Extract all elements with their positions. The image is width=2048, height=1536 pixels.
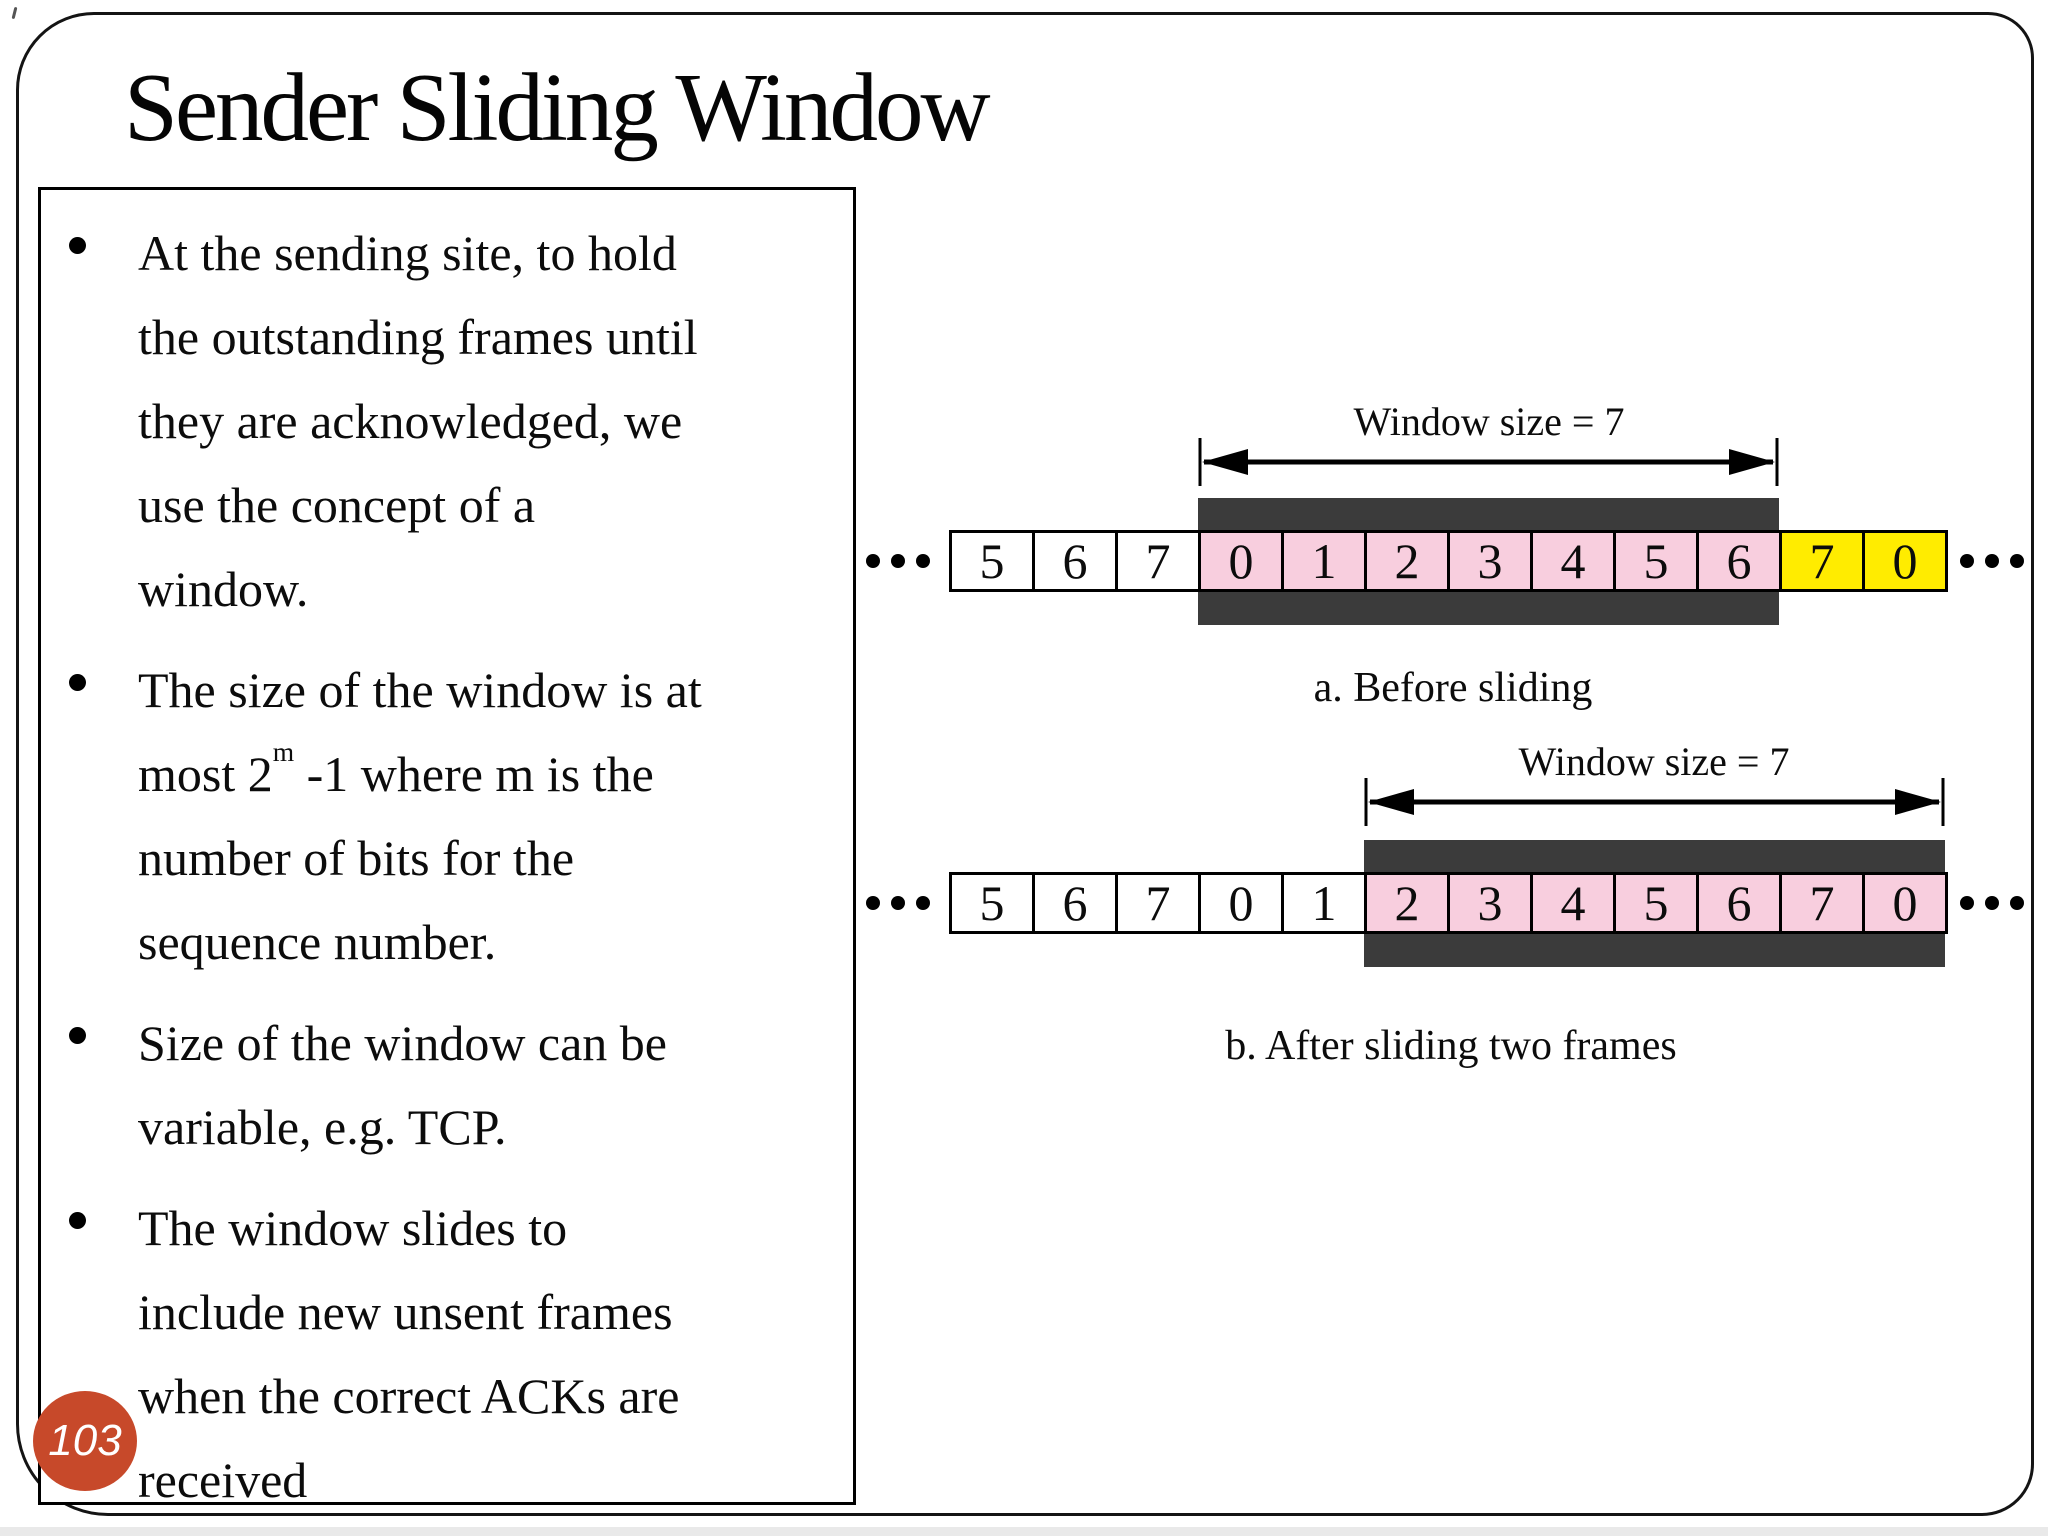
frame-cell-window-1: 1	[1281, 530, 1367, 592]
frame-cell-window-6: 6	[1696, 872, 1782, 934]
bullet-item-window-concept: At the sending site, to hold the outstan…	[41, 211, 839, 631]
bullet-list: At the sending site, to hold the outstan…	[41, 190, 853, 1522]
frame-cell-window-5: 5	[1613, 530, 1699, 592]
window-size-label-b: Window size = 7	[1518, 739, 1790, 784]
frame-cell-window-3: 3	[1447, 872, 1533, 934]
frame-cell-window-6: 6	[1696, 530, 1782, 592]
frame-cell-window-5: 5	[1613, 872, 1699, 934]
bullet-text: -1 where m is the number of bits for the…	[138, 746, 654, 970]
frame-cell-window-3: 3	[1447, 530, 1533, 592]
ellipsis-dots	[866, 554, 930, 568]
frame-cell-window-0: 0	[1198, 530, 1284, 592]
frame-cell-window-4: 4	[1530, 530, 1616, 592]
ellipsis-dots	[1960, 896, 2024, 910]
frame-cell-window-2: 2	[1364, 872, 1450, 934]
superscript-m: m	[272, 735, 295, 767]
slide-bottom-edge	[0, 1527, 2048, 1536]
frame-cell-outside-5: 5	[949, 872, 1035, 934]
window-size-label-a: Window size = 7	[1353, 399, 1625, 444]
diagram-caption-a: a. Before sliding	[1313, 665, 1593, 711]
frame-cell-next-7: 7	[1779, 530, 1865, 592]
frame-cell-window-0: 0	[1862, 872, 1948, 934]
page-number-badge: 103	[33, 1391, 137, 1491]
page-title: Sender Sliding Window	[124, 54, 991, 161]
frame-cell-outside-6: 6	[1032, 872, 1118, 934]
bullet-text: Size of the window can be variable, e.g.…	[138, 1015, 668, 1155]
frame-cell-outside-6: 6	[1032, 530, 1118, 592]
diagram-caption-b: b. After sliding two frames	[1225, 1023, 1677, 1069]
window-range-arrow-b	[1364, 778, 1945, 826]
bullet-item-variable-size: Size of the window can be variable, e.g.…	[41, 1001, 839, 1169]
frame-cell-next-0: 0	[1862, 530, 1948, 592]
bullet-text: The size of the window is at most 2	[138, 662, 702, 802]
frame-cell-window-2: 2	[1364, 530, 1450, 592]
frame-cell-window-7: 7	[1779, 872, 1865, 934]
ellipsis-dots	[1960, 554, 2024, 568]
frame-cell-outside-5: 5	[949, 530, 1035, 592]
bullet-text-box: At the sending site, to hold the outstan…	[38, 187, 856, 1508]
frame-cell-outside-1: 1	[1281, 872, 1367, 934]
frame-cell-outside-7: 7	[1115, 872, 1201, 934]
bullet-item-window-size: The size of the window is at most 2m -1 …	[41, 648, 839, 984]
bullet-text: At the sending site, to hold the outstan…	[138, 225, 698, 617]
slide-border	[16, 12, 2034, 1516]
frame-cell-window-4: 4	[1530, 872, 1616, 934]
frame-cell-outside-0: 0	[1198, 872, 1284, 934]
bullet-text: The window slides to include new unsent …	[138, 1200, 680, 1508]
window-range-arrow-a	[1198, 438, 1779, 486]
stray-mark	[11, 6, 18, 20]
ellipsis-dots	[866, 896, 930, 910]
frame-cell-outside-7: 7	[1115, 530, 1201, 592]
bullet-item-window-slides: The window slides to include new unsent …	[41, 1186, 839, 1522]
